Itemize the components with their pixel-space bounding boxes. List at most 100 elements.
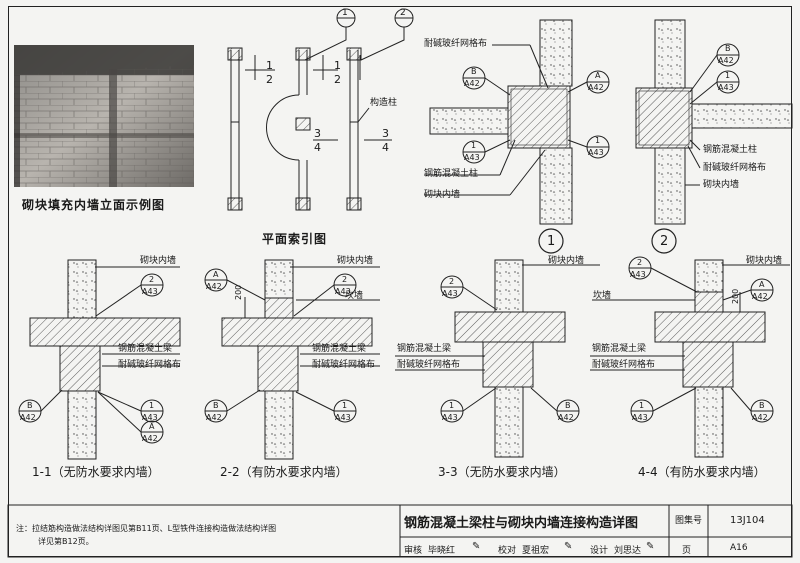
- detail-1: [424, 19, 610, 254]
- sec3-ref2-top: 1: [449, 401, 455, 410]
- sec2-caption: 2-2（有防水要求内墙）: [220, 465, 348, 479]
- detail-2: [635, 19, 793, 254]
- plan-cut-1: 1: [266, 59, 273, 72]
- sec1-ref1-top: 2: [149, 275, 155, 284]
- detail2-concrete-label: 钢筋混凝土柱: [703, 145, 758, 155]
- sec4-ref3-top: 1: [639, 401, 645, 410]
- checker-signature: ✎: [564, 541, 573, 552]
- sec2-ref4-bottom: A43: [335, 413, 351, 422]
- detail1-ref3-top: 1: [471, 141, 477, 150]
- sec3-caption: 3-3（无防水要求内墙）: [438, 465, 566, 479]
- checker-name: 夏祖宏: [522, 546, 550, 556]
- plan-cut-4b: 4: [382, 141, 389, 154]
- sec2-ref1-top: A: [213, 270, 219, 279]
- note-line-1: 注：拉结筋构造做法结构详图见第B11页、L型铁件连接构造做法结构详图: [16, 524, 277, 533]
- detail2-ref1-top: B: [725, 44, 731, 53]
- detail1-mesh-label: 耐碱玻纤网格布: [424, 39, 488, 49]
- sec2-dim: 200: [234, 284, 243, 300]
- detail1-number: 1: [547, 234, 556, 249]
- detail2-mesh-label: 耐碱玻纤网格布: [703, 163, 767, 173]
- sec3-beam-label: 钢筋混凝土梁: [397, 344, 452, 354]
- reviewer-signature: ✎: [472, 541, 481, 552]
- sec2-beam-label: 钢筋混凝土梁: [312, 344, 367, 354]
- sec4-curb-label: 坎墙: [593, 291, 612, 301]
- sec1-ref2-top: B: [27, 401, 33, 410]
- section-2-2: [204, 259, 380, 460]
- section-4-4: [590, 256, 790, 458]
- sec4-dim: 200: [731, 288, 740, 304]
- reviewer-name: 毕晓红: [428, 546, 456, 556]
- section-3-3: [395, 259, 600, 458]
- detail1-ref4-bottom: A43: [588, 148, 604, 157]
- sec3-wall-label: 砌块内墙: [548, 256, 585, 266]
- sec3-ref2-bottom: A43: [442, 413, 458, 422]
- detail1-ref2-bottom: A42: [588, 83, 604, 92]
- sec3-ref1-bottom: A43: [442, 289, 458, 298]
- sec1-wall-label: 砌块内墙: [140, 256, 177, 266]
- sec3-ref1-top: 2: [449, 277, 455, 286]
- sec2-ref2-top: 2: [342, 275, 348, 284]
- sec2-ref3-bottom: A42: [206, 413, 222, 422]
- plan-caption: 平面索引图: [262, 232, 328, 246]
- detail1-ref2-top: A: [595, 71, 601, 80]
- designer-signature: ✎: [646, 541, 655, 552]
- detail2-ref2-top: 1: [725, 71, 731, 80]
- block-wall-photo-image: [14, 45, 194, 187]
- sec4-ref4-bottom: A42: [752, 413, 768, 422]
- sec4-ref1-top: 2: [637, 258, 643, 267]
- sec4-ref2-bottom: A42: [752, 292, 768, 301]
- design-label: 设计: [590, 546, 609, 556]
- sec2-curb-label: 坎墙: [345, 291, 364, 301]
- sec4-wall-label: 砌块内墙: [746, 256, 783, 266]
- plan-cut-2: 2: [266, 73, 273, 86]
- detail1-ref4-top: 1: [595, 136, 601, 145]
- detail2-wall-label: 砌块内墙: [703, 180, 740, 190]
- sec1-ref3-top: 1: [149, 401, 155, 410]
- section-1-1: [18, 259, 181, 460]
- plan-cut-3b: 3: [382, 127, 389, 140]
- review-label: 审核: [404, 546, 423, 556]
- sec3-ref3-bottom: A42: [558, 413, 574, 422]
- atlas-number: 13J104: [730, 515, 765, 526]
- sec4-beam-label: 钢筋混凝土梁: [592, 344, 647, 354]
- sec1-ref4-bottom: A42: [142, 434, 158, 443]
- sec2-mesh-label: 耐碱玻纤网格布: [312, 360, 376, 370]
- sec3-mesh-label: 耐碱玻纤网格布: [397, 360, 461, 370]
- plan-cut-3: 3: [314, 127, 321, 140]
- plan-cut-2b: 2: [334, 73, 341, 86]
- plan-index-ref-2: 2: [400, 8, 406, 18]
- detail2-number: 2: [660, 234, 669, 249]
- designer-name: 刘思达: [614, 546, 642, 556]
- detail1-ref3-bottom: A43: [464, 153, 480, 162]
- sec1-ref2-bottom: A42: [20, 413, 36, 422]
- page-number: A16: [730, 543, 748, 553]
- title-block-lines: [7, 504, 793, 558]
- detail1-ref1-top: B: [471, 67, 477, 76]
- detail2-ref2-bottom: A43: [718, 83, 734, 92]
- detail1-ref1-bottom: A42: [464, 79, 480, 88]
- sec2-ref3-top: B: [213, 401, 219, 410]
- plan-cut-1b: 1: [334, 59, 341, 72]
- sheet-title: 钢筋混凝土梁柱与砌块内墙连接构造详图: [404, 516, 639, 531]
- plan-cut-4: 4: [314, 141, 321, 154]
- atlas-label: 图集号: [675, 516, 703, 526]
- sec2-ref4-top: 1: [342, 401, 348, 410]
- sec1-ref1-bottom: A43: [142, 287, 158, 296]
- page-label: 页: [682, 546, 692, 556]
- sec1-caption: 1-1（无防水要求内墙）: [32, 465, 160, 479]
- drawing-note: 注：拉结筋构造做法结构详图见第B11页、L型铁件连接构造做法结构详图 详见第B1…: [16, 522, 276, 548]
- sec4-ref2-top: A: [759, 280, 765, 289]
- sec3-ref3-top: B: [565, 401, 571, 410]
- sec1-ref4-top: A: [149, 422, 155, 431]
- sec2-wall-label: 砌块内墙: [337, 256, 374, 266]
- detail1-wall-label: 砌块内墙: [424, 190, 461, 200]
- sec4-ref1-bottom: A43: [630, 270, 646, 279]
- sec4-mesh-label: 耐碱玻纤网格布: [592, 360, 656, 370]
- signature-row: 审核 毕晓红 ✎ 校对 夏祖宏 ✎ 设计 刘思达 ✎ 页 A16: [400, 540, 792, 557]
- plan-column-label: 构造柱: [370, 98, 398, 108]
- sec4-ref3-bottom: A43: [632, 413, 648, 422]
- check-label: 校对: [498, 546, 517, 556]
- sec1-ref3-bottom: A43: [142, 413, 158, 422]
- plan-index-ref-1: 1: [342, 8, 348, 18]
